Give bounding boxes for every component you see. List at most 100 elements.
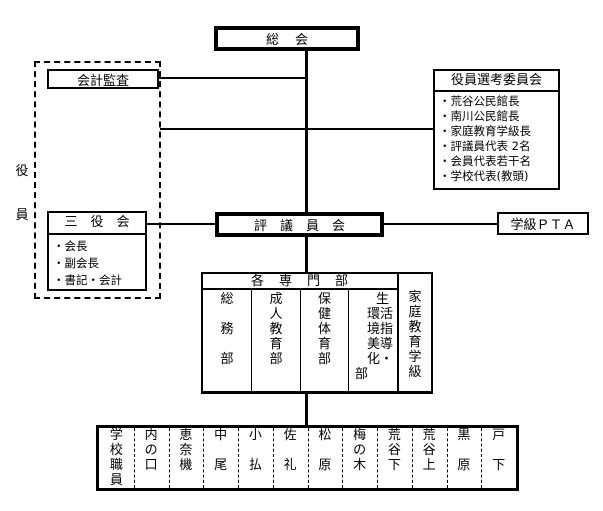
district-char: 原 [457,458,471,473]
audit-label: 会計監査 [76,73,129,89]
general-assembly-box[interactable]: 総 会 [214,26,360,51]
district-column[interactable]: 佐礼 [273,428,308,488]
district-divider [133,428,135,488]
audit-connector [159,77,306,79]
council-box[interactable]: 評 議 員 会 [215,212,384,237]
dept-char: 境指 [366,322,393,337]
dept-char: 成 [269,292,283,307]
district-char: 原 [318,458,332,473]
district-column[interactable]: 学校職員 [99,428,134,488]
list-item: ・副会長 [53,256,99,270]
dept-char: 美導 [366,337,393,352]
district-char: の [353,443,367,458]
district-char: 恵 [179,428,193,443]
district-divider [238,428,239,488]
list-item: ・学校代表(教頭) [439,169,529,183]
three-officers-list: ・会長 ・副会長 ・書記・会計 [49,235,145,289]
district-divider [342,428,344,488]
district-column[interactable]: 黒原 [447,428,482,488]
list-item: ・会長 [53,239,88,253]
district-column[interactable]: 恵奈機 [169,428,204,488]
three-officers-connector [146,223,216,225]
districts-row: 学校職員内の口恵奈機中尾小払佐礼松原梅の木荒谷下荒谷上黒原戸下 [99,428,516,488]
district-char: 中 [214,428,228,443]
list-item: ・南川公民館長 [439,109,520,123]
districts-box: 学校職員内の口恵奈機中尾小払佐礼松原梅の木荒谷下荒谷上黒原戸下 [96,425,519,491]
council-label: 評 議 員 会 [253,219,345,234]
district-column[interactable]: 内の口 [134,428,169,488]
district-char: 員 [109,473,123,488]
department-general-affairs[interactable]: 総 務 部 [203,290,252,391]
dept-char: 育 [269,337,283,352]
district-char: 谷 [422,443,436,458]
district-char: 礼 [283,458,297,473]
list-item: ・家庭教育学級長 [439,124,531,138]
departments-box: 各 専 門 部 総 務 部 成 人 教 育 部 保 健 体 育 部 生 環活 境… [201,272,433,394]
district-divider [411,428,413,488]
dept-char: 生 [375,292,389,307]
pta-connector [384,223,498,225]
district-divider [307,428,309,488]
dept-char: 化・ [366,352,393,367]
dept-char: 学 [408,350,422,365]
class-pta-box[interactable]: 学級ＰＴＡ [497,212,589,235]
three-officers-box[interactable]: 三 役 会 ・会長 ・副会長 ・書記・会計 [47,211,147,291]
officer-selection-list: ・荒谷公民館長 ・南川公民館長 ・家庭教育学級長 ・評議員代表 2名 ・会員代表… [435,92,558,184]
district-column[interactable]: 荒谷下 [377,428,412,488]
district-divider [203,428,205,488]
district-column[interactable]: 戸下 [481,428,516,488]
district-char: 上 [422,458,436,473]
district-char: 機 [179,458,193,473]
department-family-education-class[interactable]: 家 庭 教 育 学 級 [399,288,431,391]
dept-char: 部 [317,352,331,367]
department-health-pe[interactable]: 保 健 体 育 部 [301,290,349,391]
district-char: 松 [318,428,332,443]
dept-char: 部 [355,367,369,382]
dept-char: 務 [220,322,234,337]
district-char: 佐 [283,428,297,443]
district-column[interactable]: 梅の木 [342,428,377,488]
officers-group [34,61,161,299]
district-char: 尾 [214,458,228,473]
dept-char: 保 [317,292,331,307]
district-char: 荒 [387,428,401,443]
dept-char: 育 [317,337,331,352]
officers-label-char: 役 [15,164,29,179]
district-char: 梅 [353,428,367,443]
district-divider [272,428,274,488]
officers-selection-connector [160,128,434,130]
dept-char: 人 [269,307,283,322]
dept-char: 級 [408,365,422,380]
dept-char: 教 [408,320,422,335]
audit-box[interactable]: 会計監査 [47,69,159,89]
district-column[interactable]: 中尾 [203,428,238,488]
dept-char: 部 [269,352,283,367]
district-column[interactable]: 荒谷上 [412,428,447,488]
class-pta-label: 学級ＰＴＡ [510,218,576,233]
dept-char: 環活 [366,307,393,322]
officer-selection-title: 役員選考委員会 [435,71,558,92]
list-item: ・会員代表若干名 [439,154,531,168]
list-item: ・評議員代表 2名 [439,139,531,153]
dept-char: 教 [269,322,283,337]
district-char: 校 [109,443,123,458]
council-to-departments-line [305,235,308,273]
officer-selection-box[interactable]: 役員選考委員会 ・荒谷公民館長 ・南川公民館長 ・家庭教育学級長 ・評議員代表 … [433,69,560,190]
department-life-guidance-environment[interactable]: 生 環活 境指 美導 化・ 部 [349,290,397,391]
general-assembly-char: 会 [294,33,308,48]
departments-columns: 総 務 部 成 人 教 育 部 保 健 体 育 部 生 環活 境指 美導 化・ … [203,290,397,391]
dept-char: 育 [408,335,422,350]
district-char: 荒 [422,428,436,443]
district-column[interactable]: 松原 [308,428,343,488]
main-trunk-line [305,48,308,212]
department-adult-education[interactable]: 成 人 教 育 部 [252,290,301,391]
district-char: 口 [144,458,158,473]
departments-side-divider [397,274,399,391]
district-char: 内 [144,428,158,443]
district-char: 払 [248,458,262,473]
district-char: 小 [248,428,262,443]
district-column[interactable]: 小払 [238,428,273,488]
list-item: ・書記・会計 [53,273,122,287]
district-char: 下 [492,458,506,473]
departments-header: 各 専 門 部 [203,274,397,290]
